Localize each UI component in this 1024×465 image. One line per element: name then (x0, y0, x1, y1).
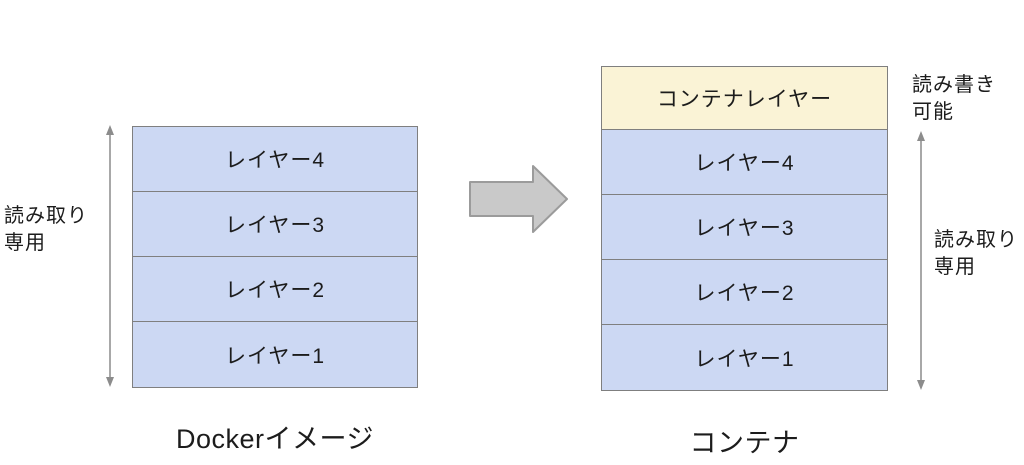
layer-row-3: レイヤー3 (133, 192, 417, 257)
left-readonly-label: 読み取り 専用 (4, 203, 88, 257)
layer-row-4: レイヤー4 (133, 127, 417, 192)
right-readonly-label: 読み取り 専用 (934, 227, 1018, 281)
transform-arrow-icon (469, 165, 568, 233)
readwrite-label-line2: 可能 (912, 101, 954, 123)
layer-row-1: レイヤー1 (602, 325, 887, 390)
right-double-arrow-icon (917, 131, 925, 390)
left-readonly-label-line2: 専用 (4, 232, 46, 254)
right-readonly-label-line2: 専用 (934, 256, 976, 278)
readwrite-label: 読み書き 可能 (912, 72, 996, 126)
layer-row-3: レイヤー3 (602, 195, 887, 260)
left-readonly-label-line1: 読み取り (4, 205, 88, 227)
layer-row-2: レイヤー2 (602, 260, 887, 325)
readwrite-label-line1: 読み書き (912, 74, 996, 96)
layer-row-2: レイヤー2 (133, 257, 417, 322)
image-caption: Dockerイメージ (176, 424, 374, 454)
right-readonly-label-line1: 読み取り (934, 229, 1018, 251)
layer-row-4: レイヤー4 (602, 130, 887, 195)
container-layer-stack: コンテナレイヤー レイヤー4 レイヤー3 レイヤー2 レイヤー1 (601, 66, 888, 391)
layer-row-1: レイヤー1 (133, 322, 417, 387)
image-layer-stack: レイヤー4 レイヤー3 レイヤー2 レイヤー1 (132, 126, 418, 388)
container-caption: コンテナ (689, 428, 800, 458)
container-layer-row: コンテナレイヤー (602, 67, 887, 130)
left-double-arrow-icon (106, 125, 114, 387)
